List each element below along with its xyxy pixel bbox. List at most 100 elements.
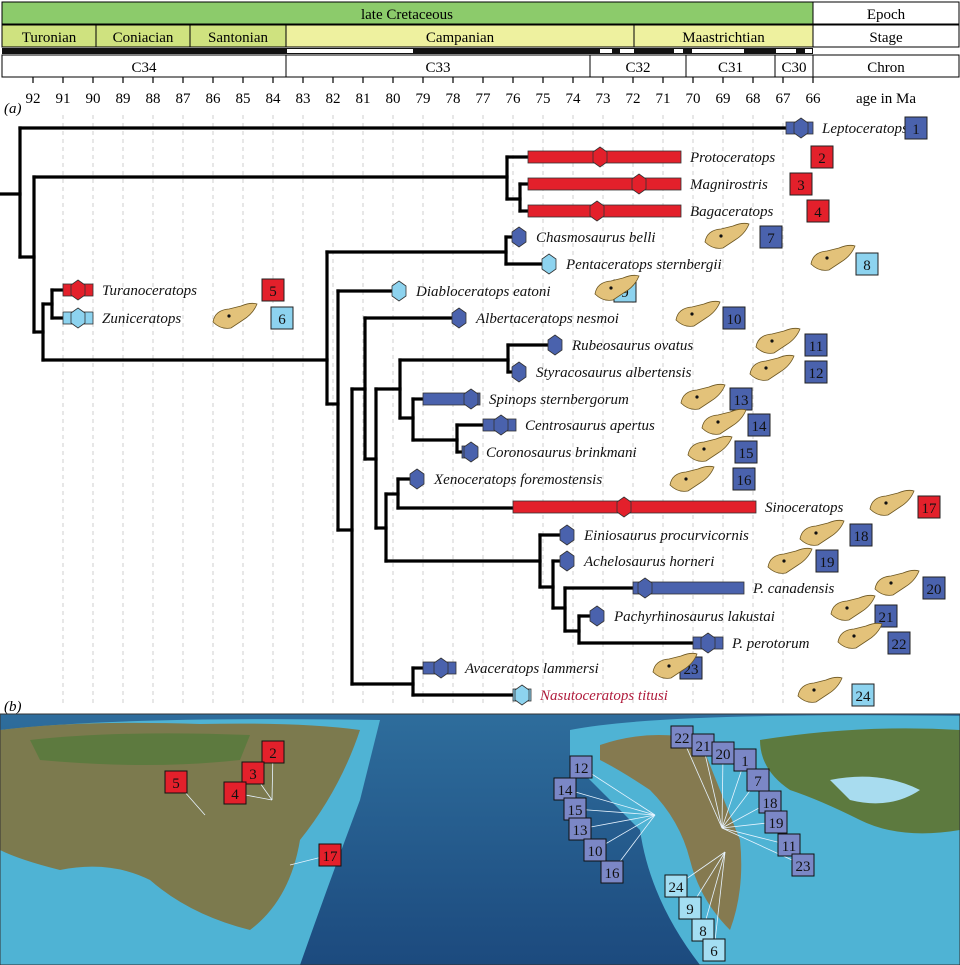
taxon-number-box (804, 333, 828, 357)
locality-number: 3 (249, 767, 257, 783)
skull-eye-icon (719, 234, 723, 238)
locality-number: 9 (686, 902, 694, 918)
occurrence-marker (493, 414, 509, 436)
taxon-number: 17 (922, 501, 938, 517)
taxon-number: 7 (767, 231, 775, 247)
leader-line (681, 736, 723, 829)
taxon-number: 6 (278, 312, 286, 328)
occurrence-marker (589, 605, 605, 627)
skull-illustrations (212, 222, 920, 703)
tick-label: 92 (26, 91, 41, 107)
taxon-number-box (874, 604, 898, 628)
locality-number: 23 (796, 859, 811, 875)
occurrence-marker (451, 307, 467, 329)
locality-number: 15 (568, 803, 583, 819)
locality-number: 17 (323, 849, 339, 865)
taxon-number: 18 (854, 529, 869, 545)
taxon-number: 21 (879, 610, 894, 626)
locality-number: 12 (574, 761, 589, 777)
taxon-number-box (789, 172, 813, 196)
phylogenetic-tree (0, 126, 787, 697)
occurrence-marker (70, 279, 86, 301)
occurrence-marker (511, 361, 527, 383)
taxon-name: Einiosaurus procurvicornis (583, 528, 749, 544)
taxon-name: Albertaceratops nesmoi (475, 311, 619, 327)
taxon-name: P. perotorum (731, 636, 810, 652)
locality-box (164, 770, 188, 794)
chron-label: C31 (718, 60, 743, 76)
locality-number: 7 (754, 774, 762, 790)
skull-eye-icon (716, 420, 720, 424)
tick-label: 80 (386, 91, 401, 107)
skull-icon (669, 465, 715, 492)
skull-icon (755, 327, 801, 354)
taxon-row: Magnirostris 3 (527, 172, 813, 196)
skull-icon (874, 569, 920, 596)
locality-number: 18 (763, 796, 778, 812)
locality-number: 5 (172, 776, 180, 792)
skull-icon (594, 274, 640, 301)
taxon-name: Protoceratops (689, 150, 775, 166)
skull-icon (701, 408, 747, 435)
taxon-name: Bagaceratops (690, 204, 773, 220)
tick-label: 69 (716, 91, 731, 107)
normal-polarity-segment (674, 49, 683, 53)
tick-label: 90 (86, 91, 101, 107)
leader-line (721, 827, 804, 866)
leader-line (579, 814, 656, 830)
taxon-number-box (849, 523, 873, 547)
skull-eye-icon (702, 447, 706, 451)
taxon-number: 14 (752, 419, 768, 435)
leader-line (702, 744, 723, 829)
leader-line (702, 851, 726, 931)
locality-number: 6 (710, 944, 718, 960)
taxon-number-box (747, 413, 771, 437)
locality-number: 13 (573, 823, 588, 839)
taxon-number-box (804, 360, 828, 384)
taxon-number: 5 (269, 284, 277, 300)
occurrence-marker (589, 200, 605, 222)
skull-icon (797, 676, 843, 703)
taxon-name: Diabloceratops eatoni (415, 284, 551, 300)
occurrence-marker (463, 441, 479, 463)
tick-label: 91 (56, 91, 71, 107)
locality-number: 19 (769, 816, 784, 832)
stage-label: Santonian (208, 30, 268, 46)
map-frame (0, 713, 960, 965)
skull-icon (869, 489, 915, 516)
taxon-row: Einiosaurus procurvicornis 18 (559, 523, 873, 547)
locality-box (600, 860, 624, 884)
taxon-name: Styracosaurus albertensis (536, 365, 692, 381)
leader-line (580, 766, 656, 816)
leader-line (574, 808, 656, 816)
landmass-asia-north (30, 733, 250, 765)
locality-box (568, 817, 592, 841)
taxon-name: Sinoceratops (765, 500, 843, 516)
taxon-number: 20 (927, 582, 942, 598)
tick-label: 71 (656, 91, 671, 107)
skull-icon (212, 302, 258, 329)
skull-eye-icon (845, 606, 849, 610)
taxon-number: 3 (797, 178, 805, 194)
skull-icon (675, 300, 721, 327)
tick-label: 76 (506, 91, 522, 107)
stratigraphic-range-bar (512, 500, 757, 514)
normal-polarity-segment (692, 49, 744, 53)
locality-box (569, 755, 593, 779)
skull-eye-icon (825, 256, 829, 260)
taxon-number-box (851, 683, 875, 707)
stage-label: Campanian (426, 30, 495, 46)
taxon-name: Magnirostris (689, 177, 768, 193)
taxon-name: Leptoceratops (821, 121, 908, 137)
locality-number: 2 (269, 746, 277, 762)
locality-box (678, 896, 702, 920)
locality-number: 14 (558, 783, 574, 799)
occurrence-marker (409, 468, 425, 490)
taxon-number: 9 (621, 285, 629, 301)
skull-eye-icon (782, 559, 786, 563)
